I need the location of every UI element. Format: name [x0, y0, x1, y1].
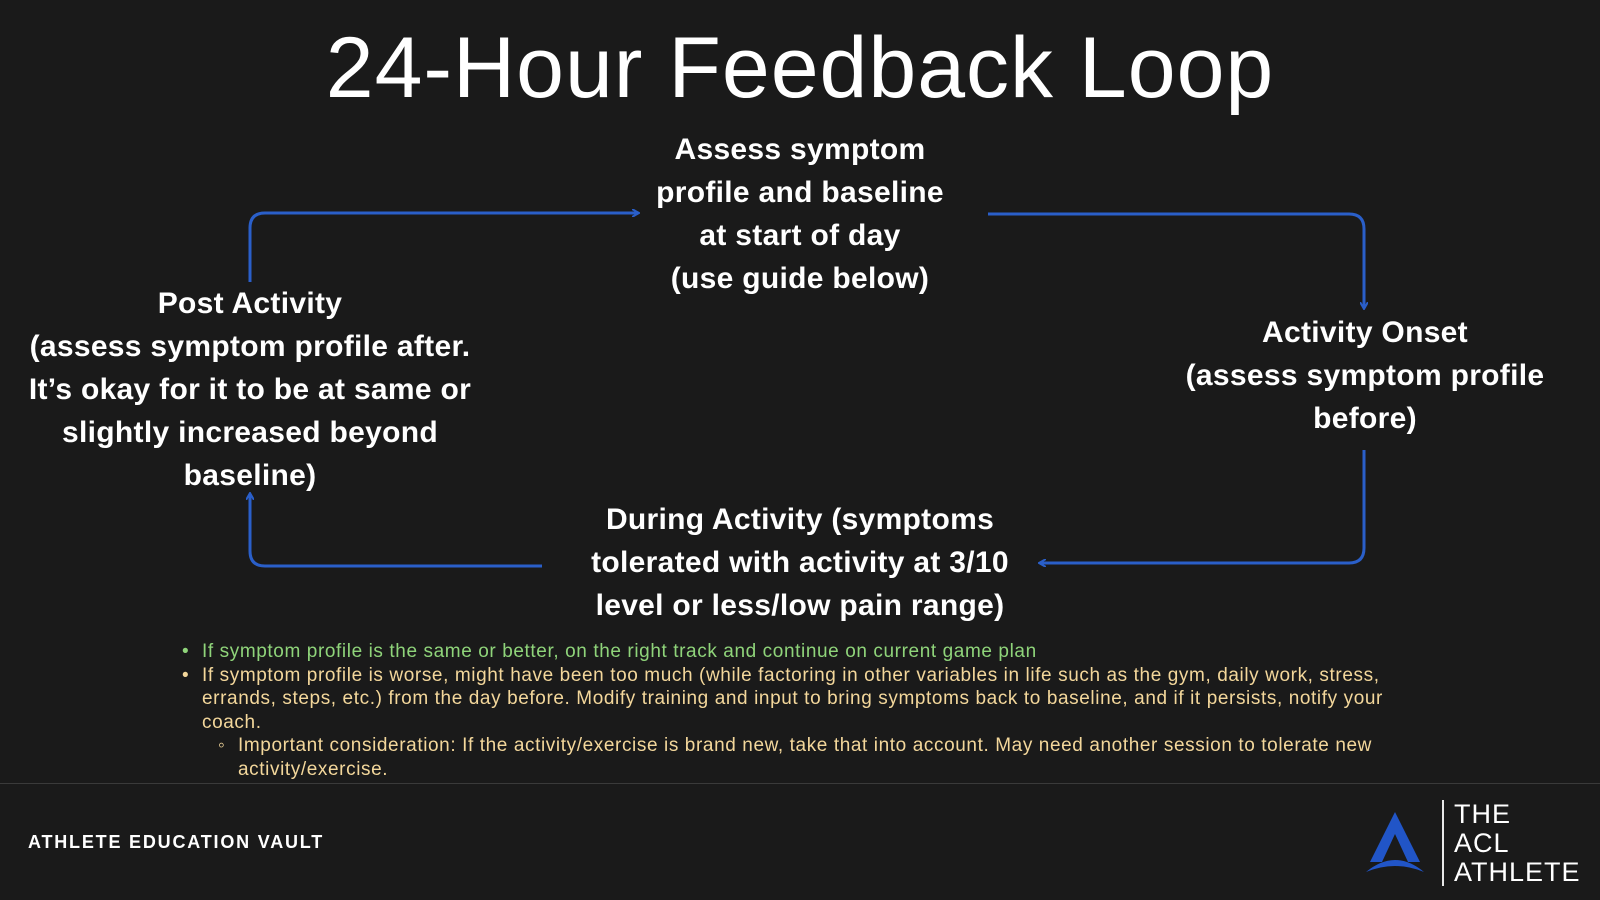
note-worse-text: If symptom profile is worse, might have …: [202, 664, 1383, 733]
node-assess-line: at start of day: [699, 219, 901, 252]
page-title: 24-Hour Feedback Loop: [325, 20, 1275, 116]
logo-wordmark: THE ACL ATHLETE: [1454, 800, 1581, 887]
node-post-line: (assess symptom profile after.: [29, 330, 471, 363]
node-post-line: It’s okay for it to be at same or: [28, 373, 472, 406]
node-assess-baseline: Assess symptom profile and baseline at s…: [610, 128, 990, 300]
node-post-activity: Post Activity (assess symptom profile af…: [10, 282, 490, 497]
logo-word: ACL: [1454, 828, 1510, 858]
arrow-onset-to-during: [1040, 450, 1366, 563]
logo-separator: [1442, 800, 1444, 886]
guidance-notes: If symptom profile is the same or better…: [182, 640, 1422, 781]
node-assess-line: (use guide below): [670, 262, 930, 295]
footer-label: ATHLETE EDUCATION VAULT: [28, 832, 325, 852]
node-during-activity: During Activity (symptoms tolerated with…: [555, 498, 1045, 627]
node-onset-line: (assess symptom profile: [1185, 359, 1545, 392]
arrow-during-to-post: [250, 494, 542, 568]
note-worse: If symptom profile is worse, might have …: [182, 664, 1422, 782]
note-same-or-better: If symptom profile is the same or better…: [182, 640, 1422, 664]
acl-athlete-logo: THE ACL ATHLETE: [1362, 800, 1592, 890]
node-post-line: baseline): [183, 459, 317, 492]
node-assess-line: profile and baseline: [656, 176, 944, 209]
acl-athlete-logo-icon: [1366, 812, 1424, 872]
logo-word: THE: [1454, 799, 1511, 829]
note-sublist: Important consideration: If the activity…: [202, 734, 1422, 781]
note-important-consideration: Important consideration: If the activity…: [218, 734, 1422, 781]
node-activity-onset: Activity Onset (assess symptom profile b…: [1160, 311, 1570, 440]
node-post-line: Post Activity: [157, 287, 343, 320]
node-onset-line: before): [1313, 402, 1417, 435]
arrow-post-to-assess: [248, 213, 638, 282]
node-during-line: tolerated with activity at 3/10: [591, 546, 1009, 579]
node-during-line: level or less/low pain range): [595, 589, 1005, 622]
logo-word: ATHLETE: [1454, 857, 1581, 887]
node-during-line: During Activity (symptoms: [605, 503, 995, 536]
node-post-line: slightly increased beyond: [62, 416, 438, 449]
node-onset-line: Activity Onset: [1262, 316, 1468, 349]
footer-divider: [0, 783, 1600, 784]
node-assess-line: Assess symptom: [674, 133, 926, 166]
arrow-assess-to-onset: [988, 212, 1364, 308]
